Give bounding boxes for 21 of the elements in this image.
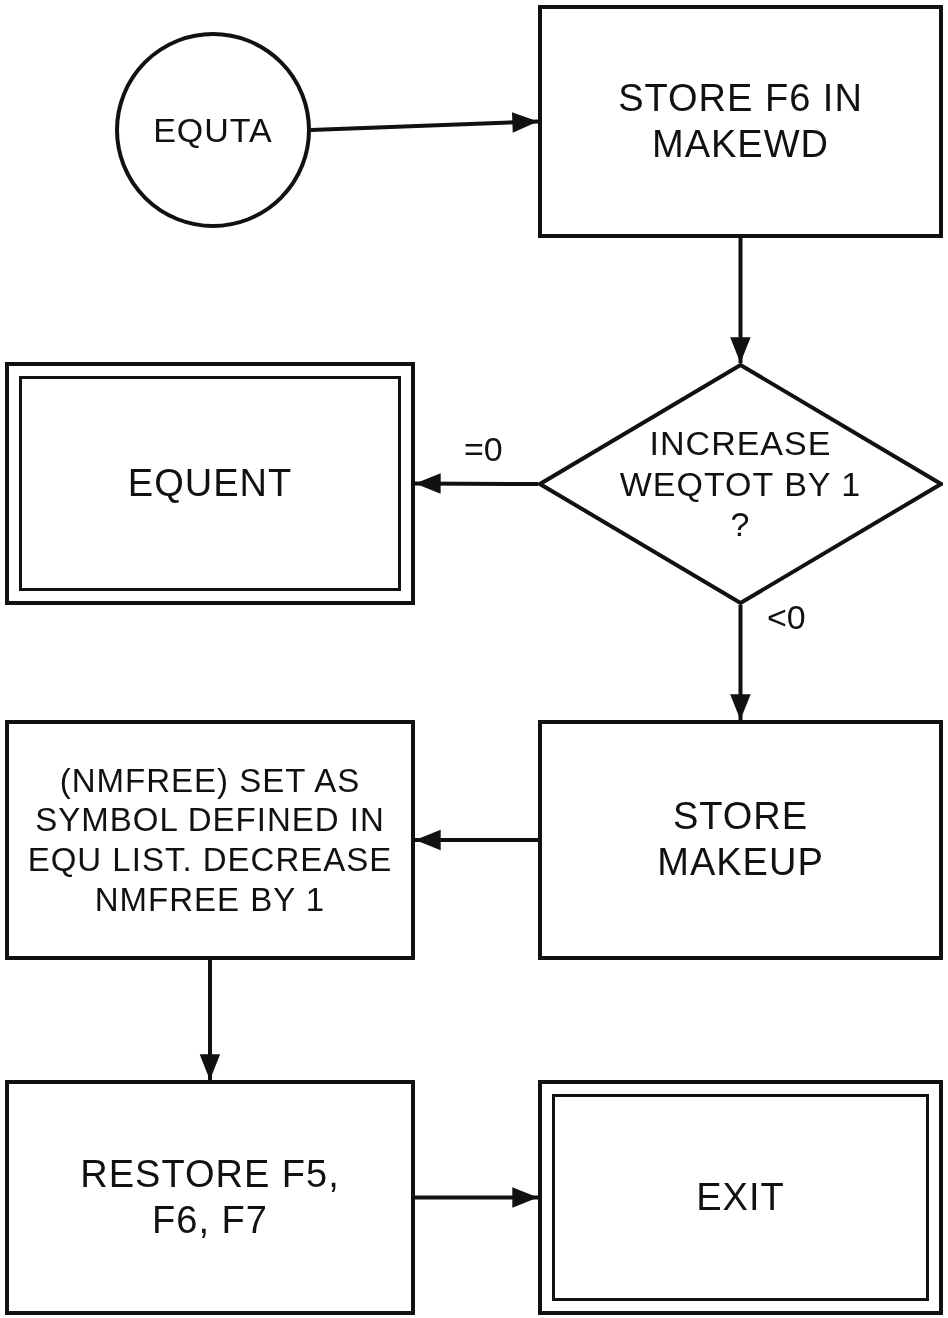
node-label: (NMFREE) SET AS SYMBOL DEFINED IN EQU LIST. DECREASE NMFREE BY 1 bbox=[26, 760, 394, 920]
process-box bbox=[538, 5, 943, 238]
arrow bbox=[730, 605, 751, 720]
arrow bbox=[415, 1187, 538, 1208]
node-label: STORE F6 IN MAKEWD bbox=[617, 75, 864, 167]
process-box bbox=[5, 1080, 415, 1315]
node-label: INCREASE WEQTOT BY 1 ? bbox=[618, 422, 863, 546]
process-box bbox=[5, 720, 415, 960]
terminal-box bbox=[5, 362, 415, 605]
arrow bbox=[415, 829, 538, 851]
node-label: RESTORE F5, F6, F7 bbox=[79, 1151, 341, 1243]
node-label: STORE MAKEUP bbox=[656, 794, 825, 885]
arrow bbox=[199, 960, 221, 1080]
node-label: EQUTA bbox=[152, 109, 274, 151]
node-label: EXIT bbox=[695, 1174, 786, 1220]
process-box bbox=[538, 720, 943, 960]
terminal-box bbox=[538, 1080, 943, 1315]
node-label: EQUENT bbox=[126, 460, 294, 506]
arrow bbox=[415, 473, 538, 494]
arrow bbox=[310, 112, 539, 133]
arrow bbox=[730, 238, 751, 363]
